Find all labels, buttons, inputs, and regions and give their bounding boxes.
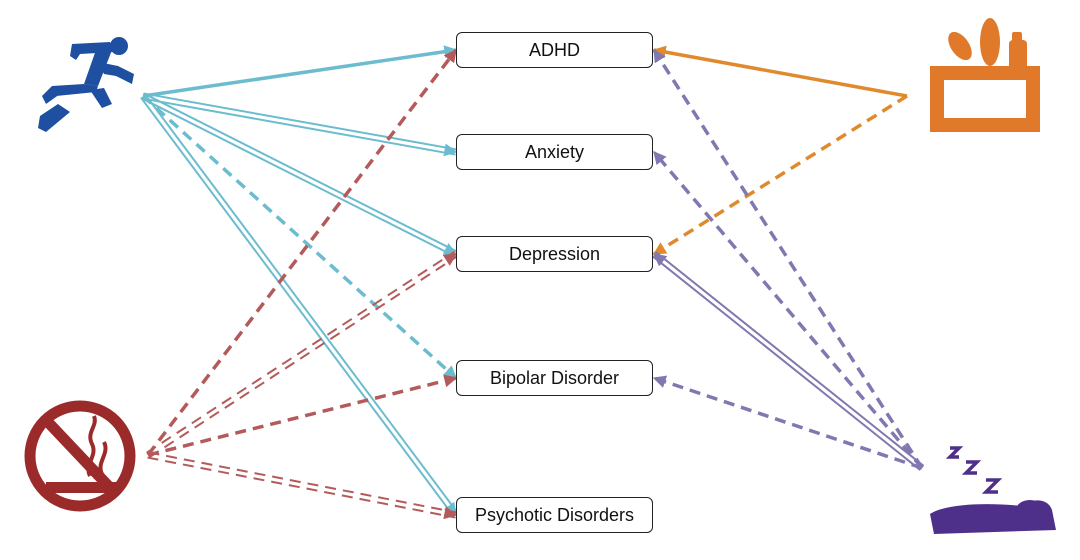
node-psychotic: Psychotic Disorders (456, 497, 653, 533)
arrow-exercise-to-adhd (142, 45, 458, 98)
node-bipolar: Bipolar Disorder (456, 360, 653, 396)
arrow-smoking-to-depression-head (442, 253, 458, 266)
arrow-smoking-to-depression-b (146, 250, 456, 454)
running-person-icon (38, 37, 134, 132)
arrow-exercise-to-bipolar (141, 94, 458, 380)
arrow-sleep-to-depression-b (651, 255, 922, 471)
arrow-exercise-to-depression-b (143, 92, 458, 253)
arrow-exercise-to-depression-a (141, 97, 456, 258)
arrow-sleep-to-anxiety (652, 150, 924, 470)
arrow-smoking-to-bipolar (147, 374, 458, 457)
arrow-exercise-to-anxiety-b (143, 92, 457, 151)
arrow-exercise-to-psychotic-b (144, 93, 459, 515)
arrow-sleep-to-bipolar (652, 375, 923, 470)
arrow-diet-to-adhd (652, 45, 908, 98)
node-depression: Depression (456, 236, 653, 272)
arrow-sleep-to-depression-a (654, 251, 925, 467)
node-psychotic-label: Psychotic Disorders (474, 504, 635, 525)
connection-arrows (140, 45, 925, 520)
arrow-smoking-to-depression-a (148, 255, 458, 459)
sleeping-person-icon (930, 446, 1056, 534)
node-anxiety: Anxiety (456, 134, 653, 170)
node-bipolar-label: Bipolar Disorder (489, 367, 620, 388)
arrow-smoking-to-psychotic-a (147, 456, 456, 519)
arrow-smoking-to-adhd (146, 48, 458, 457)
node-depression-label: Depression (508, 243, 601, 264)
arrow-sleep-to-depression-head (652, 253, 668, 267)
node-adhd: ADHD (456, 32, 653, 68)
arrow-sleep-to-adhd (652, 48, 924, 469)
arrow-exercise-to-psychotic-a (140, 96, 455, 518)
arrow-exercise-to-anxiety-a (142, 97, 456, 156)
node-adhd-label: ADHD (528, 39, 580, 60)
no-smoking-icon (24, 400, 136, 512)
node-anxiety-label: Anxiety (524, 141, 585, 162)
arrow-diet-to-depression (652, 94, 908, 256)
arrow-smoking-to-psychotic-b (148, 451, 457, 514)
grocery-box-icon (930, 18, 1040, 132)
